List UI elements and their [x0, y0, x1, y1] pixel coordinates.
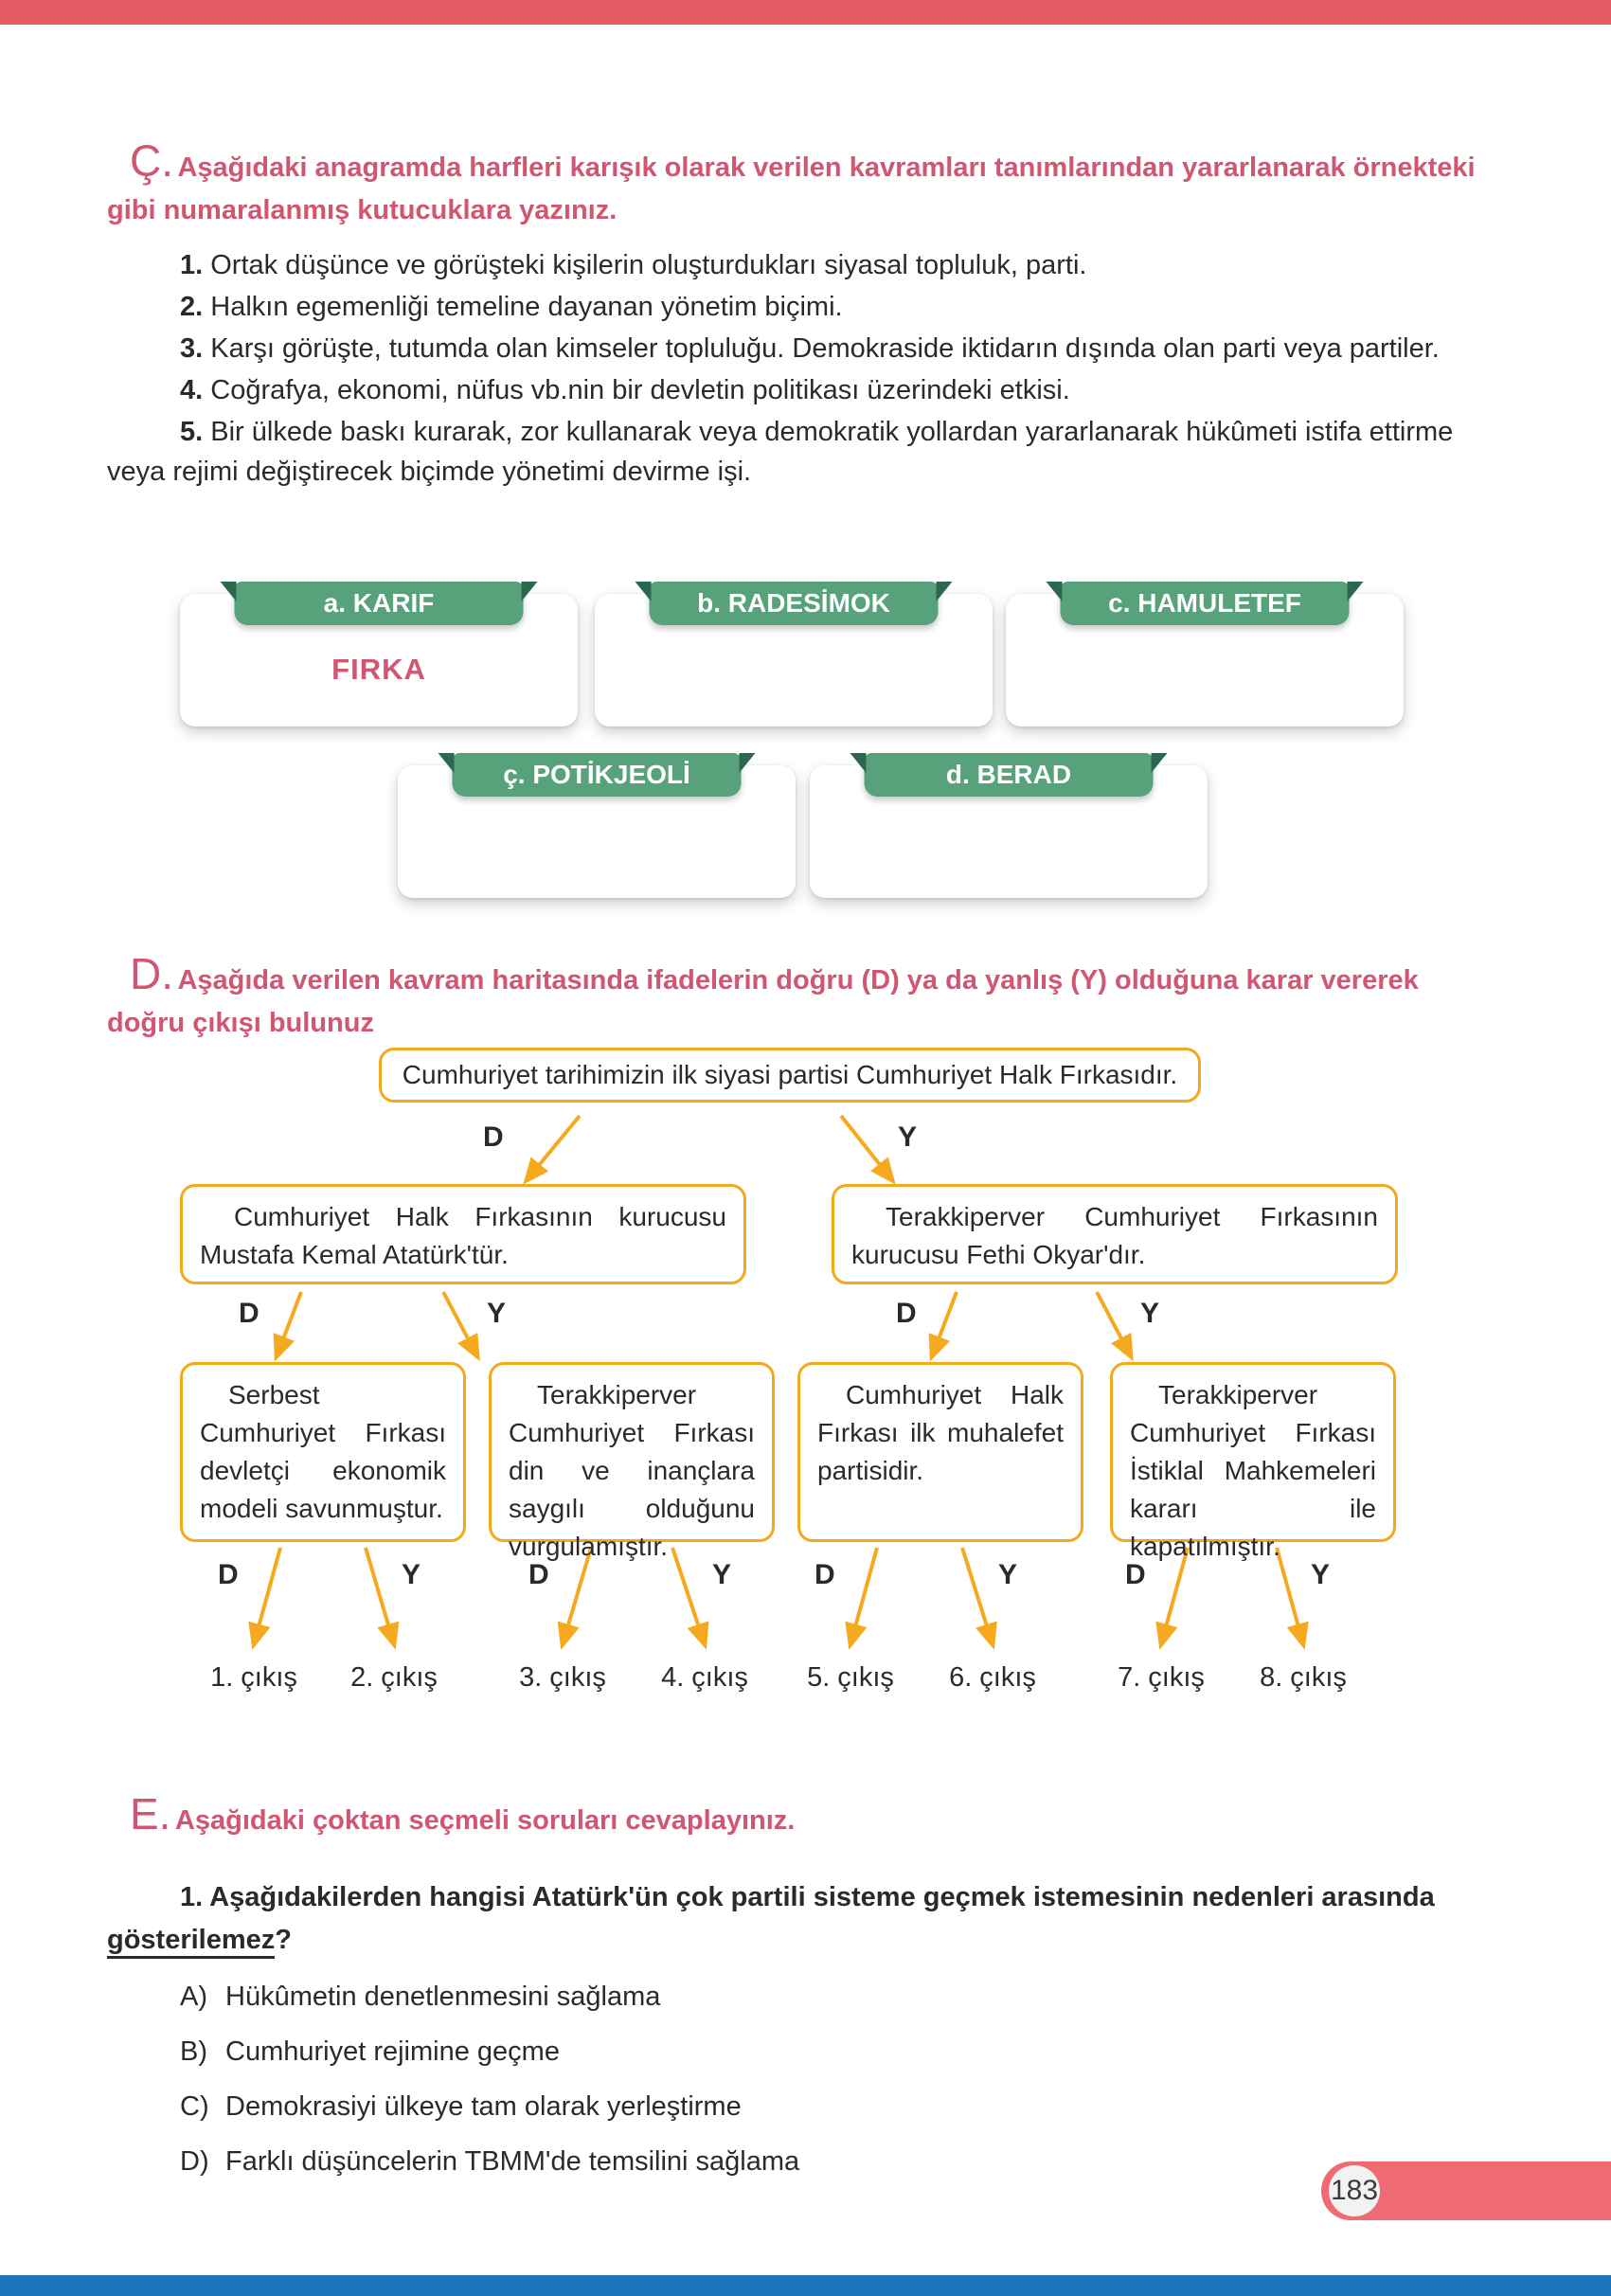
concept-map: Cumhuriyet tarihimizin ilk siyasi partis… — [0, 1042, 1611, 1724]
top-color-bar — [0, 0, 1611, 25]
section-title: Aşağıdaki çoktan seçmeli soruları cevapl… — [174, 1805, 796, 1836]
exit-label-3: 3. çıkış — [519, 1662, 606, 1693]
underlined-word: gösterilemez — [107, 1925, 276, 1959]
section-d-heading: D. Aşağıda verilen kavram haritasında if… — [107, 952, 1502, 1047]
map-arrows — [248, 1114, 1309, 1650]
exit-label-4: 4. çıkış — [661, 1662, 748, 1693]
option-c[interactable]: C)Demokrasiyi ülkeye tam olarak yerleşti… — [180, 2091, 742, 2122]
anagram-card-c[interactable]: c. HAMULETEF — [1006, 582, 1404, 726]
branch-label-y: Y — [402, 1559, 421, 1590]
anagram-cards: a. KARIF FIRKA b. RADESİMOK c. HAMULETEF… — [0, 580, 1611, 911]
card-ribbon: b. RADESİMOK — [649, 582, 939, 625]
branch-label-y: Y — [998, 1559, 1018, 1590]
section-e: E. Aşağıdaki çoktan seçmeli soruları cev… — [107, 1792, 1502, 2181]
list-item: 4. Coğrafya, ekonomi, nüfus vb.nin bir d… — [180, 375, 1070, 405]
section-title: Aşağıda verilen kavram haritasında ifade… — [107, 965, 1419, 1038]
section-c-list: 1. Ortak düşünce ve görüşteki kişilerin … — [107, 245, 1502, 492]
branch-label-y: Y — [1140, 1298, 1160, 1329]
section-c-heading: Ç. Aşağıdaki anagramda harfleri karışık … — [107, 139, 1502, 234]
anagram-card-b[interactable]: b. RADESİMOK — [595, 582, 993, 726]
branch-label-d: D — [483, 1121, 504, 1153]
card-ribbon: a. KARIF — [234, 582, 524, 625]
map-box-l3-3: Cumhuriyet Halk Fırkası ilk muhalefet pa… — [797, 1362, 1083, 1542]
card-ribbon: c. HAMULETEF — [1060, 582, 1350, 625]
anagram-card-cc[interactable]: ç. POTİKJEOLİ — [398, 753, 796, 898]
page-number: 183 — [1329, 2165, 1380, 2216]
option-b[interactable]: B)Cumhuriyet rejimine geçme — [180, 2036, 560, 2067]
exit-label-7: 7. çıkış — [1118, 1662, 1205, 1693]
section-letter: E. — [130, 1789, 171, 1839]
bottom-color-bar — [0, 2275, 1611, 2296]
page-badge: 183 — [1321, 2161, 1611, 2220]
map-box-l3-2: Terakkiperver Cumhuriyet Fırkası din ve … — [489, 1362, 775, 1561]
list-item: 3. Karşı görüşte, tutumda olan kimseler … — [180, 333, 1440, 364]
branch-label-d: D — [814, 1559, 835, 1590]
exit-label-5: 5. çıkış — [807, 1662, 894, 1693]
question-1: 1. Aşağıdakilerden hangisi Atatürk'ün ço… — [107, 1876, 1502, 1962]
card-ribbon: ç. POTİKJEOLİ — [452, 753, 742, 797]
anagram-card-a[interactable]: a. KARIF FIRKA — [180, 582, 578, 726]
branch-label-d: D — [218, 1559, 239, 1590]
branch-label-d: D — [239, 1298, 260, 1329]
branch-label-y: Y — [1311, 1559, 1331, 1590]
map-box-l3-1: Serbest Cumhuriyet Fırkası devletçi ekon… — [180, 1362, 466, 1542]
card-ribbon: d. BERAD — [864, 753, 1154, 797]
branch-label-d: D — [1125, 1559, 1146, 1590]
list-item: 1. Ortak düşünce ve görüşteki kişilerin … — [180, 250, 1087, 280]
list-item: 2. Halkın egemenliği temeline dayanan yö… — [180, 292, 843, 322]
exit-label-1: 1. çıkış — [210, 1662, 297, 1693]
map-box-l2-right: Terakkiperver Cumhuriyet Fırkasının kuru… — [832, 1184, 1398, 1284]
map-box-l2-left: Cumhuriyet Halk Fırkasının kurucusu Must… — [180, 1184, 746, 1284]
section-c: Ç. Aşağıdaki anagramda harfleri karışık … — [107, 139, 1502, 492]
section-title: Aşağıdaki anagramda harfleri karışık ola… — [107, 152, 1476, 225]
branch-label-y: Y — [487, 1298, 507, 1329]
branch-label-d: D — [528, 1559, 549, 1590]
anagram-card-d[interactable]: d. BERAD — [810, 753, 1208, 898]
section-letter: Ç. — [130, 136, 173, 186]
exit-label-8: 8. çıkış — [1260, 1662, 1347, 1693]
map-box-root: Cumhuriyet tarihimizin ilk siyasi partis… — [379, 1048, 1201, 1103]
section-e-heading: E. Aşağıdaki çoktan seçmeli soruları cev… — [107, 1792, 1502, 1844]
branch-label-y: Y — [712, 1559, 732, 1590]
exit-label-2: 2. çıkış — [350, 1662, 438, 1693]
branch-label-d: D — [896, 1298, 917, 1329]
branch-label-y: Y — [898, 1121, 918, 1153]
option-d[interactable]: D)Farklı düşüncelerin TBMM'de temsilini … — [180, 2146, 800, 2177]
list-item: 5. Bir ülkede baskı kurarak, zor kullana… — [107, 417, 1454, 487]
option-a[interactable]: A)Hükûmetin denetlenmesini sağlama — [180, 1982, 661, 2012]
section-letter: D. — [130, 949, 173, 998]
card-answer: FIRKA — [331, 653, 426, 686]
exit-label-6: 6. çıkış — [949, 1662, 1036, 1693]
map-box-l3-4: Terakkiperver Cumhuriyet Fırkası İstikla… — [1110, 1362, 1396, 1561]
